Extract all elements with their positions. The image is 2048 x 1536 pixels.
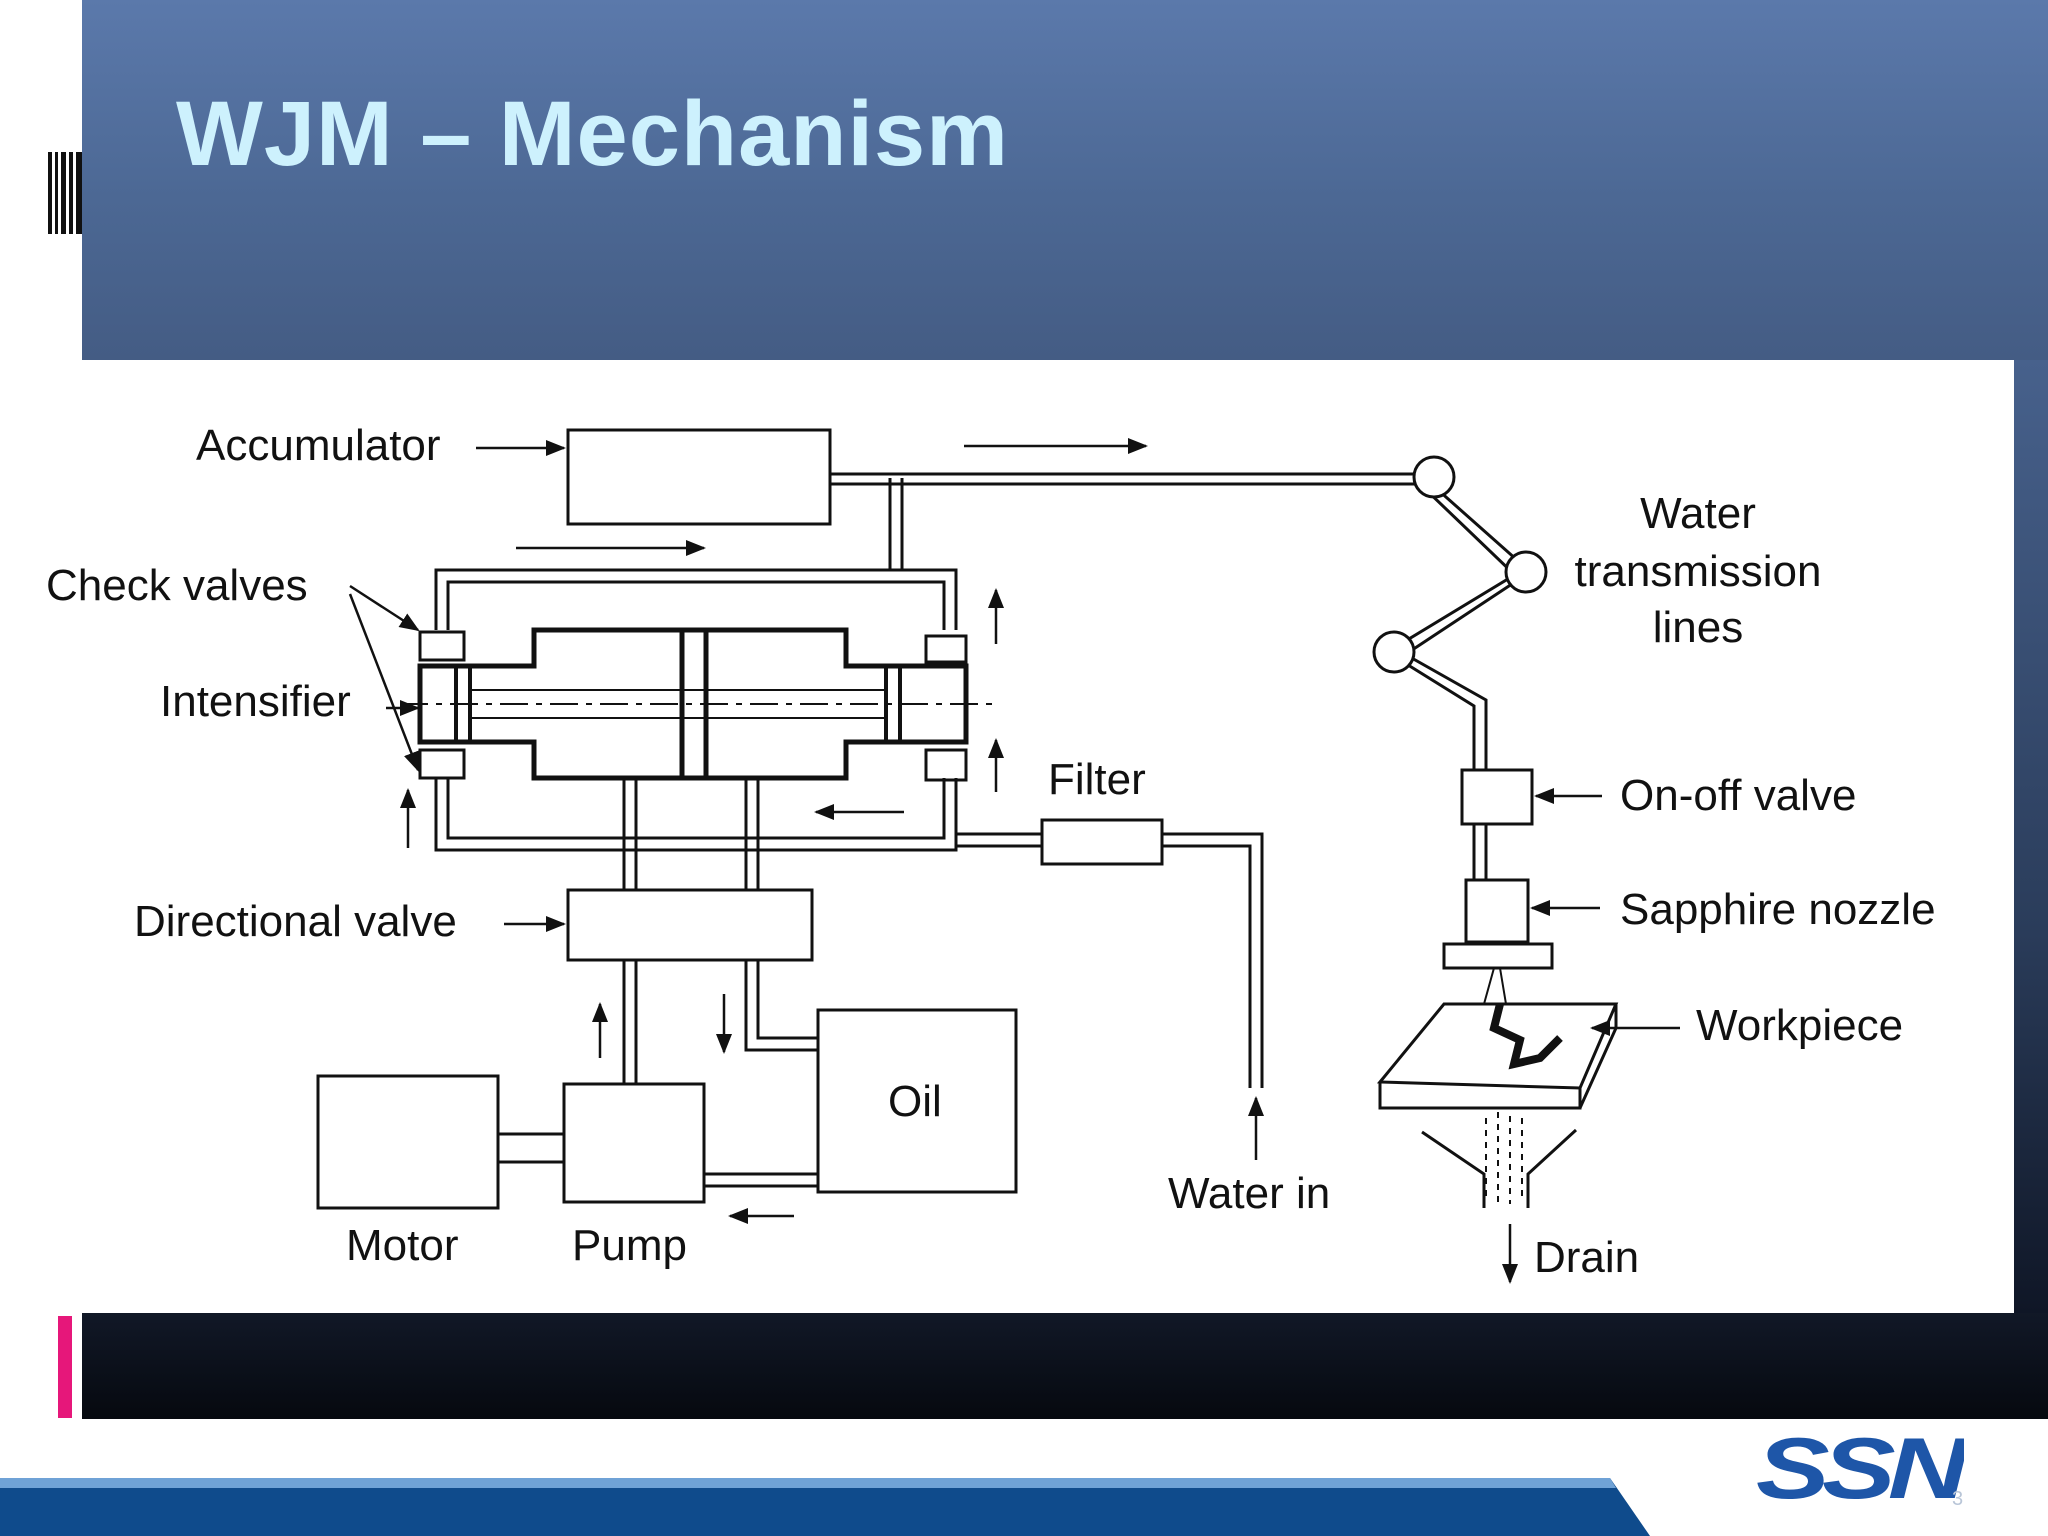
label-filter: Filter xyxy=(1048,755,1146,804)
pink-accent-bar xyxy=(58,1316,72,1418)
logo-text: SSN xyxy=(1756,1426,1964,1508)
intensifier-body xyxy=(417,627,969,781)
oil-tank-box xyxy=(816,1008,1018,1194)
sapphire-nozzle-box xyxy=(1464,878,1530,944)
label-water-transmission-line3: lines xyxy=(1653,603,1744,652)
footer-stripe xyxy=(0,1478,1650,1536)
slide-title: WJM – Mechanism xyxy=(176,83,1009,185)
ssn-logo: SSN xyxy=(1756,1426,1964,1508)
slide-header xyxy=(82,0,2048,360)
right-strip-decoration xyxy=(2014,360,2048,1314)
filter-box xyxy=(1040,818,1164,866)
page-number: 3 xyxy=(1952,1488,1964,1510)
label-water-in: Water in xyxy=(1168,1169,1330,1218)
on-off-valve-box xyxy=(1460,768,1534,826)
left-bars-decoration xyxy=(48,152,82,234)
motor-box xyxy=(316,1074,500,1210)
accumulator-box xyxy=(566,428,832,526)
label-water-transmission-line2: transmission xyxy=(1575,547,1822,596)
pump-box xyxy=(562,1082,706,1204)
wjm-mechanism-diagram: Accumulator Check valves Intensifier Fil… xyxy=(40,360,2014,1313)
check-valve-bottom-left xyxy=(418,748,466,780)
label-drain: Drain xyxy=(1534,1233,1639,1282)
arm-joint-middle xyxy=(1504,550,1548,594)
label-check-valves: Check valves xyxy=(46,561,308,610)
label-pump: Pump xyxy=(572,1221,687,1270)
check-valve-top-right xyxy=(924,634,968,664)
arm-joint-bottom xyxy=(1372,630,1416,674)
label-intensifier: Intensifier xyxy=(160,677,351,726)
dark-footer-band xyxy=(82,1313,2048,1419)
arm-joint-top xyxy=(1412,455,1456,499)
label-on-off-valve: On-off valve xyxy=(1620,771,1856,820)
label-motor: Motor xyxy=(346,1221,458,1270)
check-valve-bottom-right xyxy=(924,748,968,782)
directional-valve-box xyxy=(566,888,814,962)
label-accumulator: Accumulator xyxy=(196,421,441,470)
check-valve-top-left xyxy=(418,630,466,662)
label-directional-valve: Directional valve xyxy=(134,897,457,946)
label-water-transmission-line1: Water xyxy=(1640,489,1756,538)
label-oil: Oil xyxy=(888,1077,942,1126)
label-sapphire-nozzle: Sapphire nozzle xyxy=(1620,885,1936,934)
nozzle-holder xyxy=(1442,942,1554,970)
label-workpiece: Workpiece xyxy=(1696,1001,1903,1050)
